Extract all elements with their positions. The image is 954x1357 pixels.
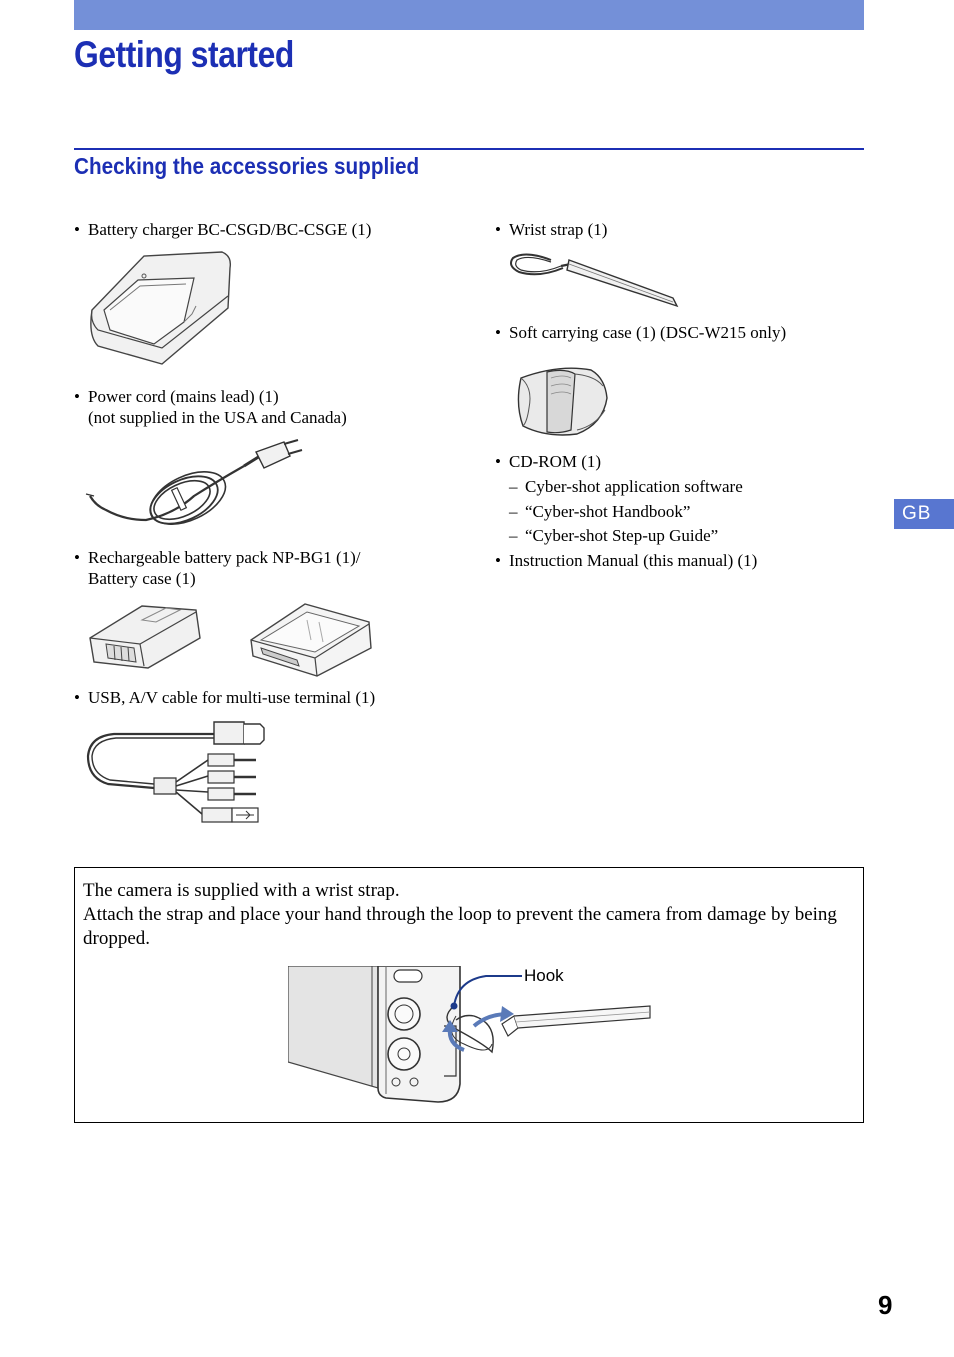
wrist-strap-illustration: [510, 253, 679, 308]
bullet: •: [495, 452, 501, 471]
camera-strap-attachment-illustration: [288, 966, 651, 1103]
page-title: Getting started: [74, 34, 294, 75]
usb-av-cable-illustration: [86, 721, 265, 823]
bullet: •: [74, 548, 80, 567]
section-divider: [74, 148, 864, 150]
bullet: •: [495, 323, 501, 342]
usb-cable-label: USB, A/V cable for multi-use terminal (1…: [88, 688, 376, 707]
bullet: •: [74, 387, 80, 406]
power-cord-note: (not supplied in the USA and Canada): [88, 408, 347, 427]
bullet: •: [74, 220, 80, 239]
page-number: 9: [878, 1290, 893, 1320]
bullet: •: [74, 688, 80, 707]
cd-rom-sub-label: “Cyber-shot Step-up Guide”: [525, 526, 719, 545]
soft-case-label: Soft carrying case (1) (DSC-W215 only): [509, 323, 787, 342]
battery-pack-illustration: [89, 605, 201, 669]
cd-rom-sub-label: “Cyber-shot Handbook”: [525, 502, 691, 521]
dash: –: [509, 477, 518, 496]
battery-case-illustration: [250, 603, 372, 677]
language-tab: GB: [894, 499, 954, 529]
bullet: •: [495, 220, 501, 239]
battery-case-label: Battery case (1): [88, 569, 196, 588]
manual-label: Instruction Manual (this manual) (1): [509, 551, 758, 570]
charger-label: Battery charger BC-CSGD/BC-CSGE (1): [88, 220, 372, 239]
hook-label: Hook: [524, 966, 564, 985]
dash: –: [509, 526, 518, 545]
power-cord-illustration: [85, 439, 303, 525]
power-cord-label: Power cord (mains lead) (1): [88, 387, 279, 406]
cd-rom-label: CD-ROM (1): [509, 452, 602, 471]
battery-charger-illustration: [90, 251, 232, 365]
soft-carrying-case-illustration: [517, 367, 608, 436]
header-bar: [74, 0, 864, 30]
wrist-strap-label: Wrist strap (1): [509, 220, 608, 239]
section-title: Checking the accessories supplied: [74, 153, 420, 179]
note-text: The camera is supplied with a wrist stra…: [83, 879, 863, 951]
bullet: •: [495, 551, 501, 570]
wrist-strap-note-box: The camera is supplied with a wrist stra…: [74, 867, 864, 1123]
cd-rom-sub-label: Cyber-shot application software: [525, 477, 743, 496]
note-line: The camera is supplied with a wrist stra…: [83, 880, 400, 901]
dash: –: [509, 502, 518, 521]
note-line: Attach the strap and place your hand thr…: [83, 904, 837, 949]
battery-label: Rechargeable battery pack NP-BG1 (1)/: [88, 548, 361, 567]
